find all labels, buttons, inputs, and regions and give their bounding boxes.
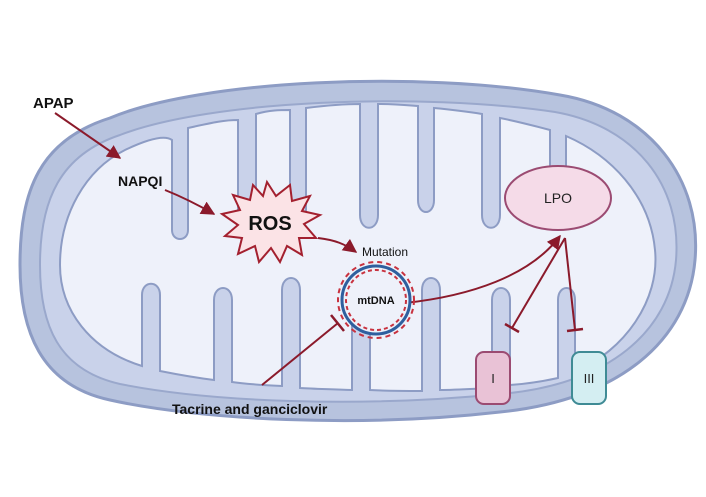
arrow-mtdna-lpo — [404, 234, 561, 304]
inhibit-bar-mtdna — [330, 314, 345, 332]
label-ros: ROS — [248, 213, 291, 235]
label-lpo: LPO — [544, 190, 572, 206]
label-mutation: Mutation — [362, 245, 408, 259]
mtdna-helix — [337, 261, 415, 339]
inhibit-bar-complex1 — [504, 322, 520, 334]
lpo-node — [504, 165, 612, 231]
label-napqi: NAPQI — [118, 173, 162, 189]
arrow-napqi-ros — [164, 189, 216, 215]
inhibit-bar-complex3 — [566, 327, 584, 333]
inhibit-tacrine-mtdna — [261, 322, 339, 386]
label-tacrine-ganciclovir: Tacrine and ganciclovir — [172, 401, 328, 417]
complex-1-node — [475, 351, 511, 405]
arrow-apap-napqi — [54, 112, 122, 159]
label-apap: APAP — [33, 95, 74, 112]
label-complex-1: I — [491, 371, 495, 386]
inhibit-lpo-complex1 — [511, 237, 566, 329]
complex-3-node — [571, 351, 607, 405]
label-mtdna: mtDNA — [357, 295, 394, 307]
label-complex-3: III — [584, 371, 595, 386]
ros-burst — [219, 179, 323, 265]
arrow-ros-mutation — [317, 237, 358, 253]
inhibit-lpo-complex3 — [564, 237, 576, 331]
